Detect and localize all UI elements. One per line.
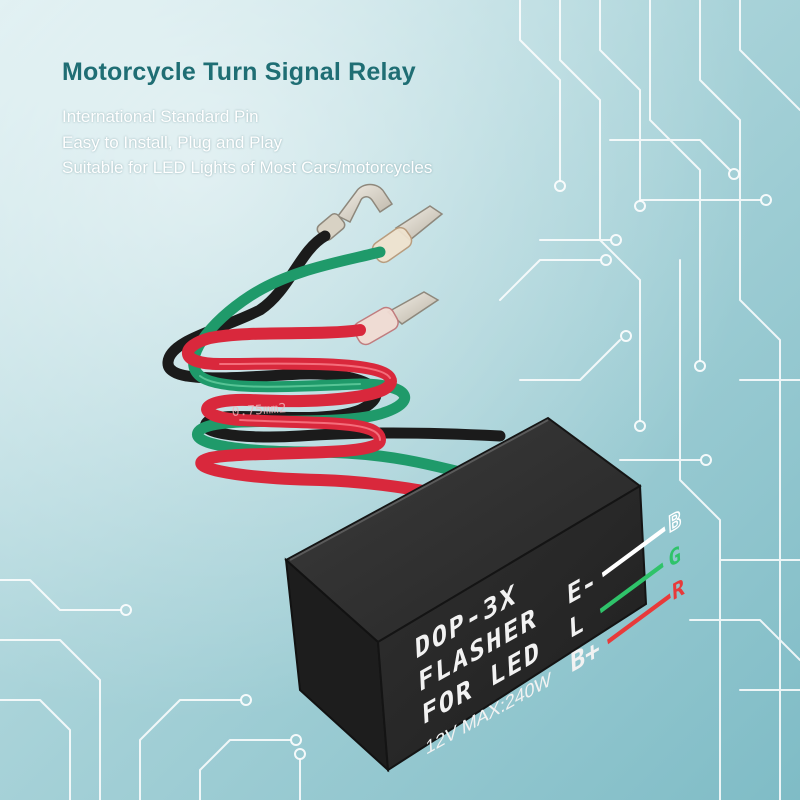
pin-color-r: R: [671, 574, 685, 606]
relay-front-face: [376, 484, 648, 772]
wire-bundle: [162, 230, 526, 516]
pin-l-line: [599, 562, 664, 614]
wire-red: [182, 324, 526, 516]
pin-bplus-line: [607, 593, 671, 645]
product-title: Motorcycle Turn Signal Relay: [62, 58, 416, 86]
relay-box: [284, 416, 648, 773]
pin-l-label: L: [568, 607, 584, 645]
pin-color-g: G: [668, 541, 682, 573]
wire-print: 0.75mm2: [231, 401, 287, 420]
circuit-nodes: [120, 168, 772, 760]
spade-terminal-red: [353, 291, 440, 346]
feature-item: Suitable for LED Lights of Most Cars/mot…: [62, 158, 433, 177]
feature-list: International Standard Pin Easy to Insta…: [62, 104, 432, 181]
feature-item: Easy to Install, Plug and Play: [62, 132, 283, 152]
feature-item: International Standard Pin: [62, 107, 259, 126]
pin-color-b: B: [668, 506, 682, 538]
pin-e-line: [601, 526, 666, 578]
